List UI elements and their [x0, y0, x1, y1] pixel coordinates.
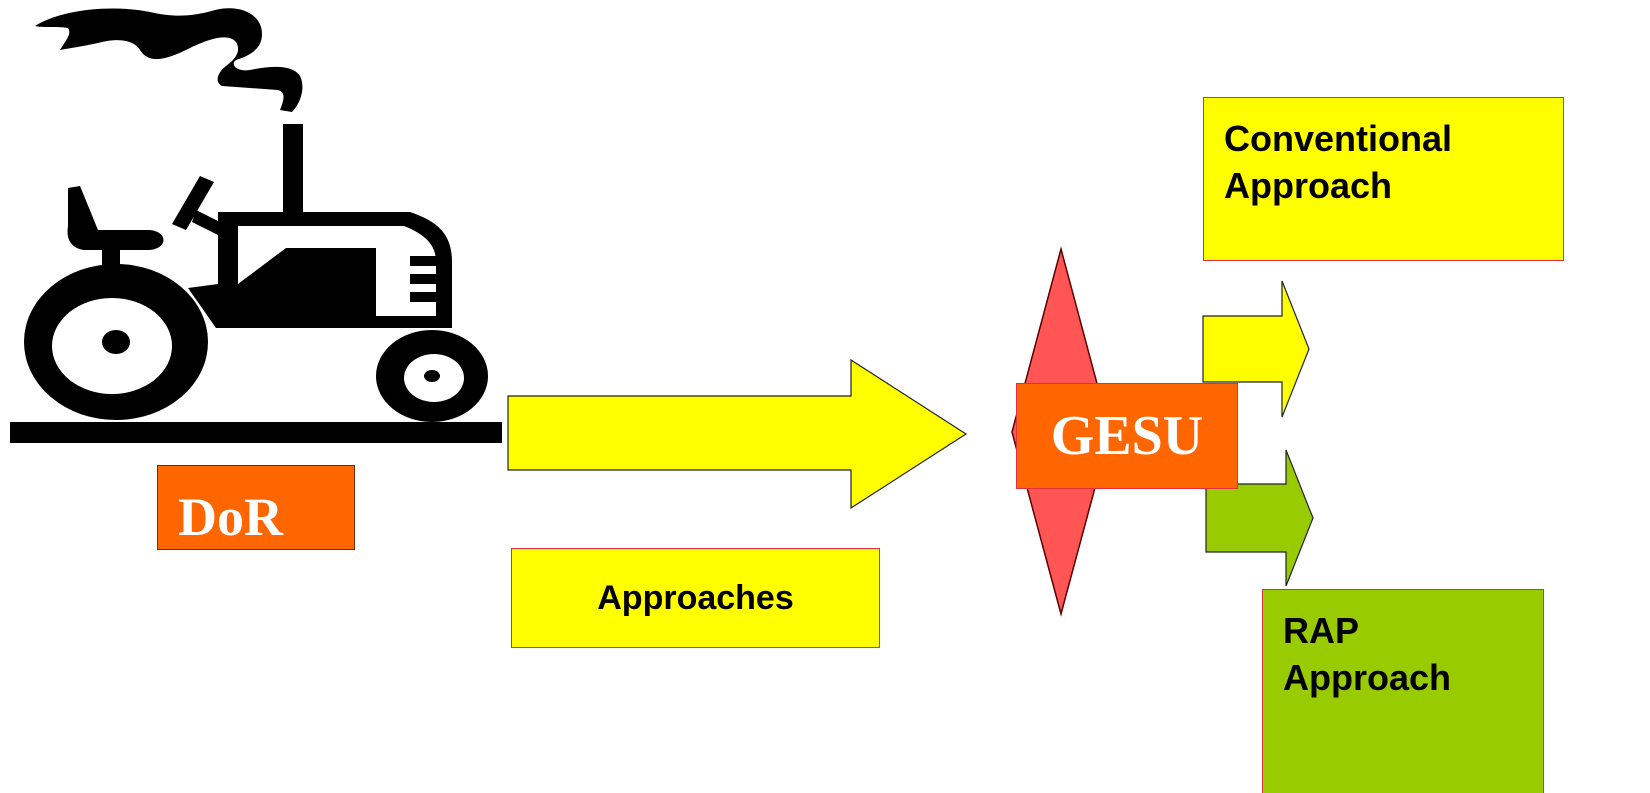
rap-label-line-1: RAP: [1283, 610, 1360, 651]
exhaust-pipe: [283, 124, 303, 218]
smoke-icon: [35, 8, 303, 112]
ground-line: [10, 422, 502, 443]
approaches-arrow: [507, 358, 968, 510]
conventional-arrow: [1202, 280, 1310, 418]
conventional-label-line-1: Conventional: [1224, 118, 1453, 159]
rap-label-line-2: Approach: [1283, 656, 1452, 698]
conventional-label-line-2: Approach: [1224, 164, 1393, 206]
approaches-label-box: Approaches: [511, 548, 880, 648]
steering-wheel: [172, 176, 214, 230]
dor-label-box: DoR: [157, 465, 355, 550]
rap-approach-box: RAP Approach: [1262, 589, 1544, 793]
gesu-label: GESU: [1050, 405, 1204, 467]
approaches-label: Approaches: [597, 578, 794, 617]
tractor-icon: [10, 8, 502, 443]
tractor-seat: [67, 186, 164, 250]
dor-label: DoR: [178, 487, 283, 547]
conventional-approach-box: Conventional Approach: [1203, 97, 1564, 261]
gesu-label-box: GESU: [1016, 383, 1238, 489]
